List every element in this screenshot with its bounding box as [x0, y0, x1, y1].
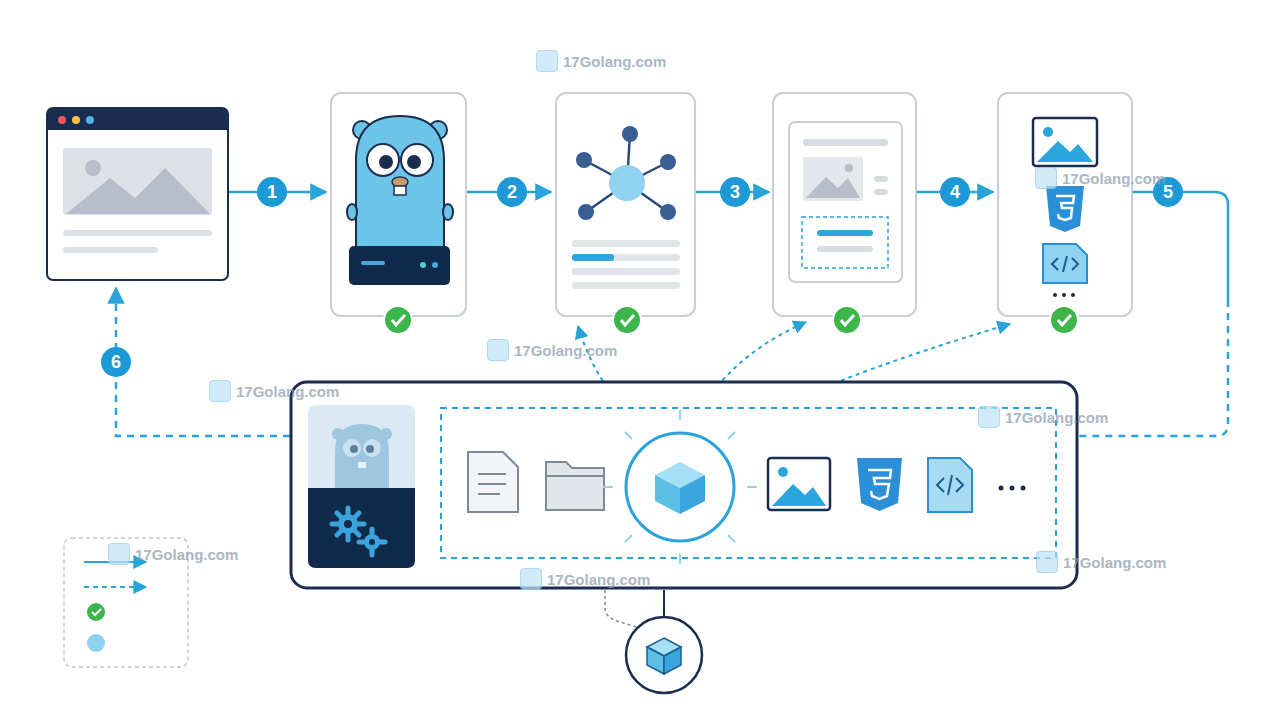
binary-output	[605, 590, 702, 693]
callout-number: 6	[101, 347, 131, 377]
callout-text: 6	[111, 352, 121, 373]
callout-number: 2	[497, 177, 527, 207]
watermark-icon	[536, 50, 558, 72]
callout-text: 3	[730, 182, 740, 203]
watermark-text: 17Golang.com	[135, 546, 238, 563]
watermark: 17Golang.com	[1035, 167, 1165, 189]
assets-card	[998, 93, 1132, 316]
watermark-text: 17Golang.com	[236, 383, 339, 400]
watermark-text: 17Golang.com	[547, 571, 650, 588]
callout-number: 4	[940, 177, 970, 207]
watermark-icon	[1036, 551, 1058, 573]
callout-text: 2	[507, 182, 517, 203]
watermark-text: 17Golang.com	[514, 342, 617, 359]
watermark: 17Golang.com	[487, 339, 617, 361]
server-card	[331, 93, 466, 316]
watermark-icon	[209, 380, 231, 402]
watermark-text: 17Golang.com	[1005, 409, 1108, 426]
callout-text: 4	[950, 182, 960, 203]
watermark: 17Golang.com	[209, 380, 339, 402]
check-marks	[384, 306, 1078, 334]
watermark-icon	[1035, 167, 1057, 189]
watermark: 17Golang.com	[108, 543, 238, 565]
callout-number: 3	[720, 177, 750, 207]
watermark-icon	[487, 339, 509, 361]
watermark-icon	[978, 406, 1000, 428]
watermark-text: 17Golang.com	[563, 53, 666, 70]
router-card	[556, 93, 695, 316]
watermark-text: 17Golang.com	[1063, 554, 1166, 571]
watermark-icon	[108, 543, 130, 565]
browser-window	[47, 108, 228, 280]
callout-text: 1	[267, 182, 277, 203]
embed-panel	[291, 382, 1077, 588]
page-card	[773, 93, 916, 316]
watermark-icon	[520, 568, 542, 590]
watermark-text: 17Golang.com	[1062, 170, 1165, 187]
watermark: 17Golang.com	[978, 406, 1108, 428]
watermark: 17Golang.com	[520, 568, 650, 590]
watermark: 17Golang.com	[1036, 551, 1166, 573]
callout-number: 1	[257, 177, 287, 207]
watermark: 17Golang.com	[536, 50, 666, 72]
